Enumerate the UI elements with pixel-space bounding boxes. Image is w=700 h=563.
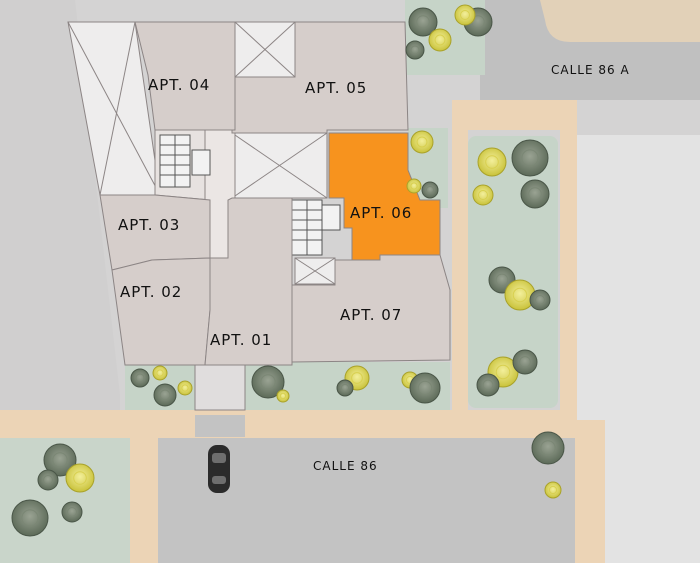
tree-icon	[519, 356, 531, 368]
apt-06-label: APT. 06	[350, 204, 412, 222]
stairs-icon	[159, 134, 341, 256]
tree-icon	[504, 279, 536, 311]
tree-icon	[548, 485, 558, 495]
tree-icon	[340, 383, 350, 393]
tree-icon	[521, 149, 539, 167]
tree-icon	[152, 365, 168, 381]
apt-01-label: APT. 01	[210, 331, 272, 349]
apt-03-label: APT. 03	[118, 216, 180, 234]
driveway	[195, 415, 245, 437]
tree-icon	[477, 147, 507, 177]
apt-01-unit[interactable]	[204, 197, 293, 366]
tree-icon	[21, 509, 39, 527]
tree-icon	[73, 471, 87, 485]
tree-icon	[425, 185, 435, 195]
sidewalks	[0, 100, 605, 563]
tree-icon	[512, 287, 528, 303]
tree-icon	[520, 179, 550, 209]
tree-icon	[495, 273, 509, 287]
street-label-calle-86a: CALLE 86 A	[551, 63, 630, 77]
tree-icon	[476, 373, 500, 397]
tree-icon	[181, 384, 189, 392]
tree-icon	[11, 499, 49, 537]
tree-icon	[512, 349, 538, 375]
apt-02-label: APT. 02	[120, 283, 182, 301]
trees	[11, 4, 565, 537]
apartments	[99, 21, 451, 366]
tree-icon	[276, 389, 290, 403]
tree-icon	[67, 507, 77, 517]
tree-icon	[460, 10, 470, 20]
entrance	[194, 364, 246, 411]
tree-icon	[416, 136, 428, 148]
tree-icon	[485, 155, 499, 169]
tree-icon	[511, 139, 549, 177]
tree-icon	[495, 364, 511, 380]
street-label-calle-86: CALLE 86	[313, 459, 378, 473]
apt-05-label: APT. 05	[305, 79, 367, 97]
tree-icon	[482, 379, 494, 391]
tree-icon	[43, 443, 77, 477]
tree-icon	[417, 380, 433, 396]
tree-icon	[130, 368, 150, 388]
tree-icon	[434, 34, 446, 46]
sidewalk-north	[452, 100, 577, 130]
tree-icon	[351, 372, 363, 384]
tree-icon	[535, 295, 545, 305]
sidewalk-south	[0, 410, 575, 438]
sidewalk-southwest	[130, 410, 158, 563]
sidewalk-east-strip	[452, 100, 468, 420]
neighbor-plot-northeast	[540, 0, 700, 42]
tree-icon	[409, 372, 441, 404]
tree-icon	[454, 4, 476, 26]
road-calle-86	[130, 435, 575, 563]
tree-icon	[156, 369, 164, 377]
tree-icon	[405, 40, 425, 60]
tree-icon	[428, 28, 452, 52]
tree-icon	[406, 178, 422, 194]
tree-icon	[153, 383, 177, 407]
tree-icon	[43, 475, 53, 485]
tree-icon	[472, 184, 494, 206]
tree-icon	[65, 463, 95, 493]
car-icon	[208, 445, 230, 493]
tree-icon	[52, 452, 68, 468]
tree-icon	[421, 181, 439, 199]
tree-icon	[410, 182, 418, 190]
sidewalk-southeast	[575, 420, 605, 563]
neighbor-building-west-edge	[0, 0, 120, 428]
tree-icon	[540, 440, 556, 456]
apt-07-label: APT. 07	[340, 306, 402, 324]
tree-icon	[177, 380, 193, 396]
apt-02-unit[interactable]	[111, 257, 211, 366]
tree-icon	[529, 289, 551, 311]
sidewalk-east	[560, 130, 577, 430]
tree-icon	[61, 501, 83, 523]
apartment-labels: APT. 04 APT. 05 APT. 06 APT. 03 APT. 02 …	[118, 76, 412, 349]
apt-05-unit[interactable]	[231, 21, 409, 134]
tree-icon	[279, 392, 287, 400]
tree-icon	[410, 45, 420, 55]
tree-icon	[478, 190, 488, 200]
tree-icon	[544, 481, 562, 499]
tree-icon	[336, 379, 354, 397]
tree-icon	[37, 469, 59, 491]
tree-icon	[416, 15, 430, 29]
tree-icon	[135, 373, 145, 383]
tree-icon	[251, 365, 285, 399]
tree-icon	[408, 7, 438, 37]
tree-icon	[410, 130, 434, 154]
apt-07-unit[interactable]	[291, 254, 451, 363]
tree-icon	[531, 431, 565, 465]
tree-icon	[528, 187, 542, 201]
tree-icon	[159, 389, 171, 401]
tree-icon	[260, 374, 276, 390]
apt-04-label: APT. 04	[148, 76, 210, 94]
